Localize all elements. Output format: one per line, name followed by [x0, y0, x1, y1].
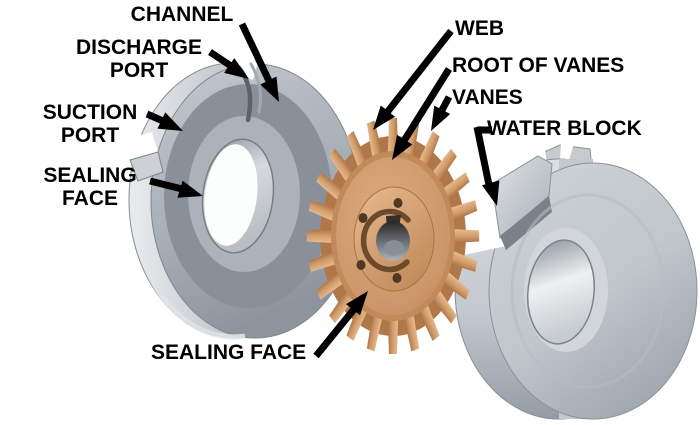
- arrow-sealing-face-impeller: [313, 291, 368, 359]
- cover-rim-highlight: [144, 269, 246, 340]
- arrow-suction-port: [145, 110, 183, 131]
- water-block-feature: [491, 155, 553, 239]
- suction-notch-cut: [122, 132, 158, 160]
- arrow-vanes: [431, 95, 453, 131]
- impeller-part: [306, 118, 480, 354]
- arrow-sealing-face-cover: [149, 177, 203, 198]
- suction-notch-floor: [129, 151, 164, 182]
- label-channel: CHANNEL: [130, 3, 234, 26]
- label-vanes: VANES: [452, 86, 523, 109]
- hub-hole: [356, 260, 366, 270]
- arrow-root-of-vanes: [392, 67, 452, 160]
- hub-hole: [358, 213, 368, 223]
- label-sealing-face-impeller: SEALING FACE: [151, 341, 307, 364]
- arrow-discharge-port: [208, 49, 249, 79]
- body-tab-notch: [560, 142, 574, 164]
- label-suction-port: SUCTION PORT: [42, 101, 138, 147]
- label-root-of-vanes: ROOT OF VANES: [452, 54, 625, 77]
- body-face-ring: [510, 193, 666, 389]
- body-hole: [526, 239, 596, 345]
- cover-plate-part: [122, 52, 360, 340]
- arrow-water-block: [473, 126, 500, 206]
- hub-hole: [392, 273, 402, 283]
- bore-floor: [384, 240, 404, 256]
- hub-crescent-slot: [360, 208, 411, 273]
- arrow-web: [373, 28, 454, 130]
- body-plate-part: [446, 142, 698, 420]
- channel-end-highlight: [249, 62, 263, 114]
- label-water-block: WATER BLOCK: [487, 117, 642, 140]
- label-web: WEB: [455, 17, 504, 40]
- label-sealing-face-cover: SEALING FACE: [43, 164, 137, 210]
- arrow-channel: [238, 22, 279, 102]
- hub-hole: [393, 198, 403, 208]
- callout-arrows: [145, 22, 500, 359]
- cover-hole-through: [204, 144, 258, 246]
- label-discharge-port: DISCHARGE PORT: [75, 36, 202, 82]
- water-block-shadow: [500, 196, 552, 250]
